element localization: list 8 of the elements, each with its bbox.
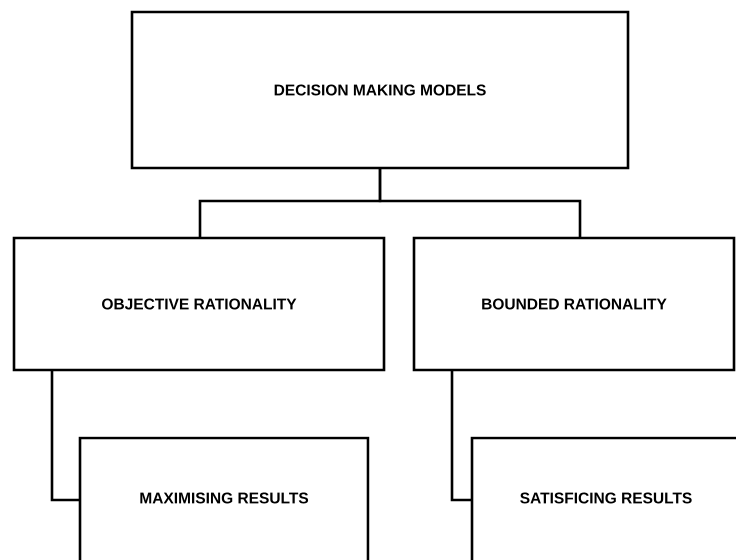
connector: [378, 168, 582, 238]
process-box: MAXIMISING RESULTS: [78, 436, 370, 560]
connector: [50, 370, 80, 502]
process-box: OBJECTIVE RATIONALITY: [12, 236, 386, 372]
process-box: SATISFICING RESULTS: [470, 436, 736, 560]
connector: [450, 370, 472, 502]
process-box: BOUNDED RATIONALITY: [412, 236, 736, 372]
process-box: DECISION MAKING MODELS: [130, 10, 630, 170]
